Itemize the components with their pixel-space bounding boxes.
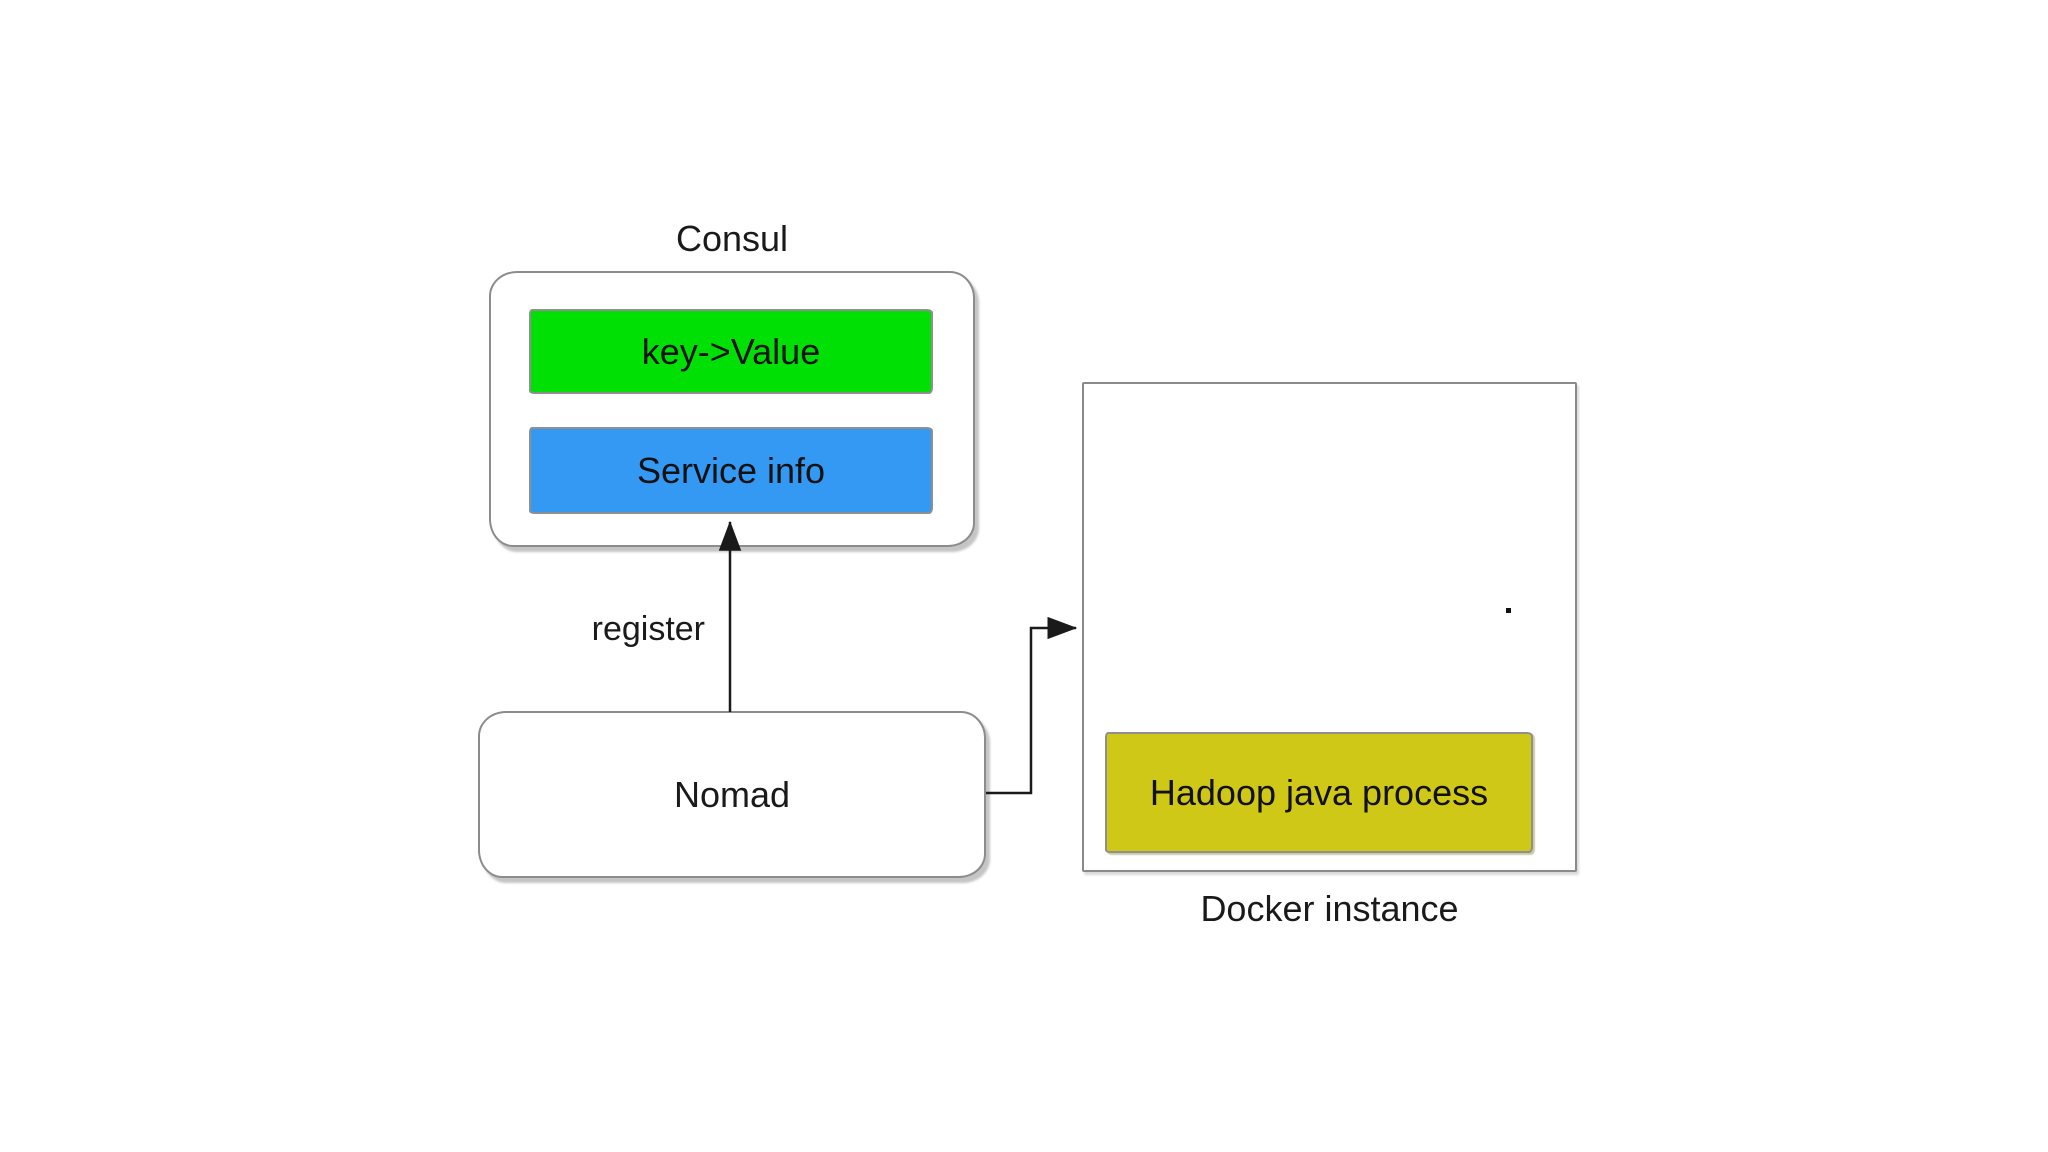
nomad-node: Nomad xyxy=(478,711,986,878)
key-value-label: key->Value xyxy=(641,330,821,372)
service-info-node: Service info xyxy=(529,427,933,514)
key-value-node: key->Value xyxy=(529,309,933,394)
consul-title: Consul xyxy=(675,218,789,259)
stray-dot xyxy=(1506,608,1511,613)
service-info-label: Service info xyxy=(636,449,826,491)
nomad-label: Nomad xyxy=(673,773,791,815)
register-edge-label: register xyxy=(591,610,705,648)
nomad-to-docker-arrow xyxy=(986,616,1078,795)
hadoop-process-node: Hadoop java process xyxy=(1105,732,1533,853)
docker-instance-caption: Docker instance xyxy=(1200,888,1459,929)
hadoop-process-label: Hadoop java process xyxy=(1149,771,1489,813)
